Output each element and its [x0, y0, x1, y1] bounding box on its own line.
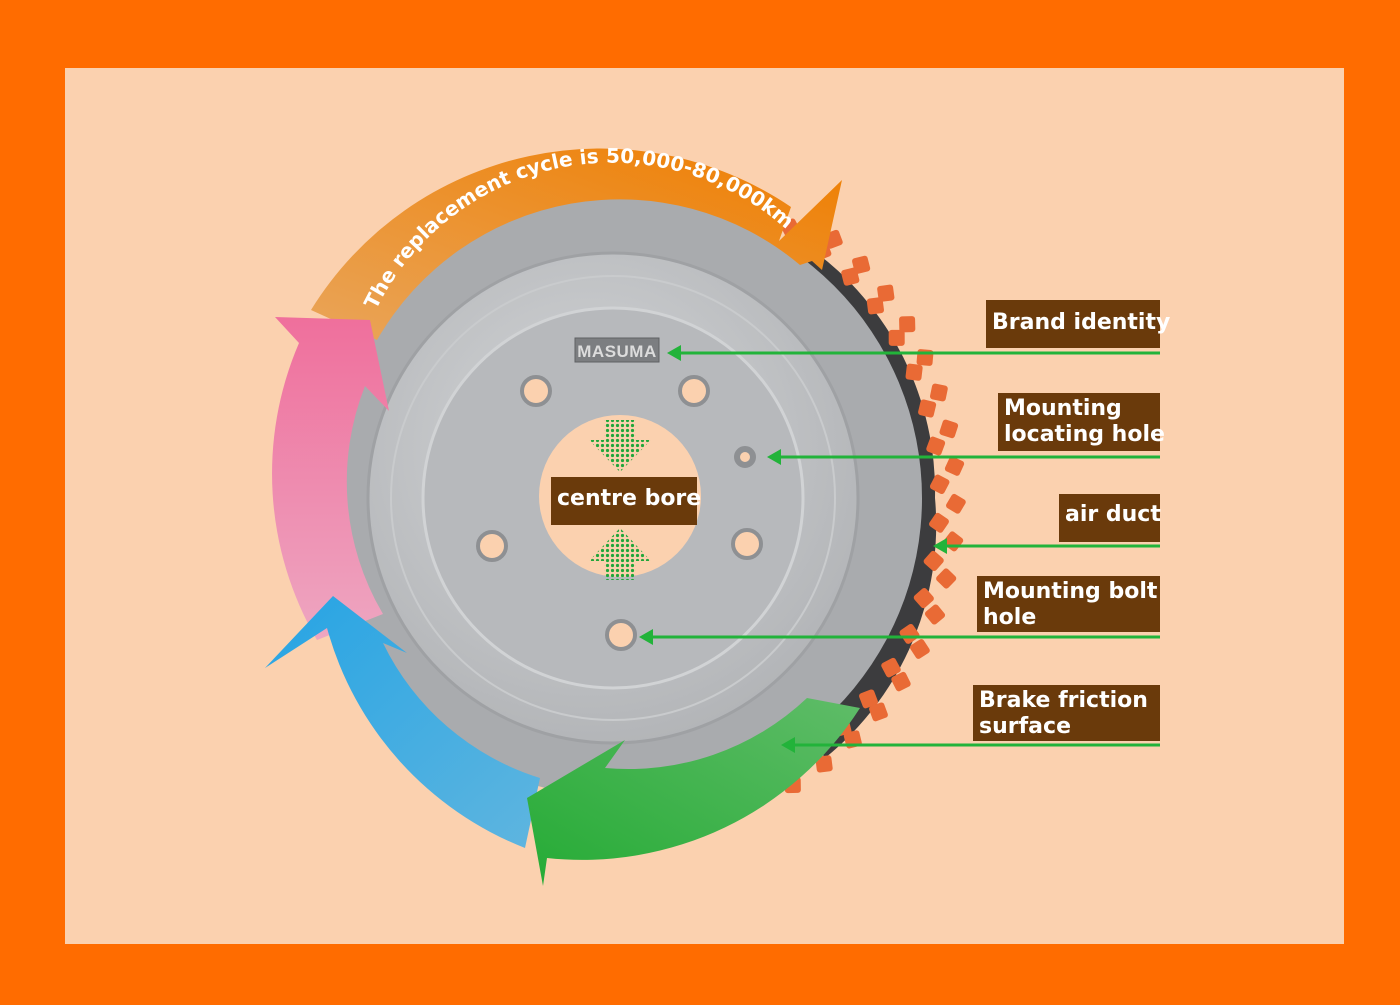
air-duct-pad	[913, 588, 934, 609]
air-duct-pad	[869, 702, 888, 722]
air-duct-pad	[929, 512, 949, 533]
mounting-locating-hole	[734, 446, 756, 468]
label-brand-identity-text: Brand identity	[992, 310, 1171, 335]
air-duct-pad	[944, 456, 965, 476]
mounting-bolt-holes	[476, 375, 763, 651]
air-duct-pad	[916, 349, 934, 366]
label-friction-line2: surface	[979, 714, 1071, 739]
cycle-arrow-green	[527, 698, 860, 886]
air-duct-pad	[891, 671, 911, 692]
cycle-arrow-orange	[311, 148, 842, 340]
air-duct-pad	[815, 755, 833, 773]
air-duct-pad	[881, 657, 901, 678]
air-duct-pad	[877, 284, 895, 302]
label-brake-friction-surface: Brake friction surface	[973, 685, 1160, 741]
air-duct-pad	[888, 329, 905, 346]
label-brand-identity: Brand identity	[986, 300, 1171, 348]
leader-lines	[639, 345, 1160, 753]
air-duct-pad	[939, 419, 959, 439]
hat-ring	[390, 275, 836, 721]
air-duct-pad	[905, 363, 923, 381]
air-duct-pad	[866, 297, 884, 315]
label-centre-bore: centre bore	[551, 477, 702, 525]
label-bolt-hole-line1: Mounting bolt	[983, 579, 1158, 604]
air-duct-pad	[899, 316, 916, 333]
air-duct-pad	[918, 399, 937, 418]
label-air-duct-text: air duct	[1065, 502, 1161, 527]
label-mounting-locating-hole: Mounting locating hole	[998, 393, 1165, 451]
label-centre-bore-text: centre bore	[557, 486, 702, 511]
air-duct-pad	[859, 689, 878, 709]
label-locating-hole-line1: Mounting	[1004, 396, 1122, 421]
air-duct-pad	[926, 436, 946, 456]
cycle-arrow-blue	[265, 596, 540, 848]
brand-plate	[574, 337, 660, 363]
brand-logo: MASUMA	[577, 342, 657, 361]
air-duct-pad	[929, 383, 948, 402]
air-duct-pad	[929, 474, 950, 495]
air-duct-pad	[946, 493, 966, 514]
air-duct-pad	[909, 639, 930, 659]
air-duct-pad	[923, 550, 944, 571]
centre-bore-arrows	[589, 420, 651, 580]
label-mounting-bolt-hole: Mounting bolt hole	[977, 576, 1160, 632]
air-duct-pad	[924, 604, 946, 625]
air-duct-pad	[936, 568, 957, 589]
label-friction-line1: Brake friction	[979, 688, 1148, 713]
label-air-duct: air duct	[1059, 494, 1161, 542]
air-duct-pad	[899, 623, 920, 644]
diagram-canvas: MASUMA The replacement cycle is 50,000-8…	[65, 68, 1344, 944]
label-locating-hole-line2: locating hole	[1004, 422, 1165, 447]
cycle-arrow-pink	[272, 317, 389, 640]
label-bolt-hole-line2: hole	[983, 605, 1037, 630]
air-duct-pad	[852, 255, 871, 274]
